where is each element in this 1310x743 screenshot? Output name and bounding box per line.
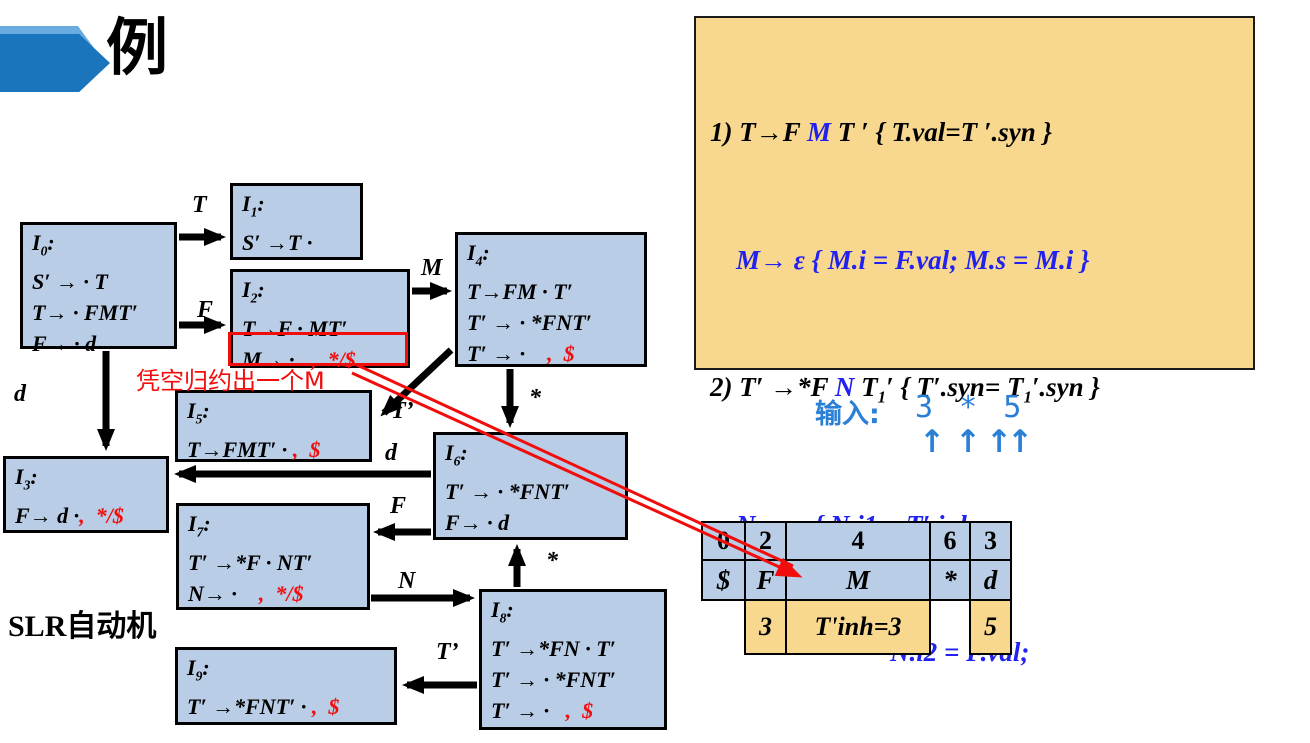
- edge-label-M: M: [421, 255, 443, 281]
- edge-label-star: *: [529, 385, 541, 411]
- stack-cell: d: [969, 559, 1012, 601]
- stack-cell: *: [929, 559, 971, 601]
- stack-cell: 6: [929, 521, 971, 561]
- stack-cell: 0: [701, 521, 746, 561]
- edge-label-Tprime: T’: [436, 639, 459, 665]
- input-pointer-icon: ↑: [1007, 424, 1033, 460]
- slr-automaton-label: SLR自动机: [8, 610, 157, 643]
- stack-cell: F: [744, 559, 787, 601]
- stack-cell: M: [785, 559, 931, 601]
- state-box-i8: I8: T′ →*FN · T′ T′ → · *FNT′ T′ → · , $: [479, 589, 667, 730]
- stack-cell: 3: [969, 521, 1012, 561]
- stack-cell: $: [701, 559, 746, 601]
- stack-value-row: 3 T'inh=3 5: [702, 599, 1012, 655]
- state-box-i5: I5: T→FMT′ · , $: [175, 390, 372, 462]
- reduction-highlight-frame: [228, 332, 408, 366]
- stack-cell: 3: [744, 599, 787, 655]
- edge-label-star: *: [546, 548, 558, 574]
- rule-line: 1) T→F M T ′ { T.val=T ′.syn }: [710, 117, 1052, 147]
- input-pointer-icon: ↑: [955, 424, 981, 460]
- input-pointer-icon: ↑: [919, 424, 945, 460]
- state-box-i9: I9: T′ →*FNT′ · , $: [175, 647, 397, 725]
- parse-stack-table: 0 2 4 6 3 $ F M * d 3 T'inh=3 5: [701, 521, 1012, 655]
- stack-cell-empty: [930, 600, 970, 654]
- stack-cell-empty: [702, 600, 745, 654]
- stack-cell: 4: [785, 521, 931, 561]
- state-box-i0: I0: S′ → · T T→ · FMT′ F→ · d: [20, 222, 177, 356]
- stack-cell: 2: [744, 521, 787, 561]
- state-box-i7: I7: T′ →*F · NT′ N→ · , */$: [176, 503, 370, 610]
- edge-label-Tprime: T’: [391, 398, 414, 424]
- stack-symbol-row: $ F M * d: [701, 559, 1012, 601]
- state-box-i4: I4: T→FM · T′ T′ → · *FNT′ T′ → · , $: [455, 232, 647, 367]
- edge-label-F: F: [197, 297, 214, 323]
- edge-label-T: T: [192, 192, 207, 218]
- edge-label-d: d: [385, 440, 397, 466]
- rule-line: M→ ε { M.i = F.val; M.s = M.i }: [736, 244, 1090, 275]
- state-box-i1: I1: S′ →T ·: [230, 183, 363, 260]
- edge-label-N: N: [398, 568, 416, 594]
- stack-state-row: 0 2 4 6 3: [701, 521, 1012, 561]
- state-box-i2: I2: T→F · MT′ M→ · , */$: [230, 269, 410, 372]
- grammar-rules-box: 1) T→F M T ′ { T.val=T ′.syn } M→ ε { M.…: [694, 16, 1255, 667]
- input-label: 输入:: [815, 399, 880, 430]
- edge-label-d: d: [14, 381, 26, 407]
- page-title: 例: [106, 11, 169, 84]
- edge-label-F: F: [390, 493, 407, 519]
- state-box-i6: I6: T′ → · *FNT′ F→ · d: [433, 432, 628, 540]
- input-string: 3 * 5: [915, 390, 1026, 425]
- stack-cell: 5: [969, 599, 1012, 655]
- title-banner-arrow-icon: [0, 34, 110, 92]
- input-pointer-icon: ↑: [986, 424, 1012, 460]
- reduce-annotation: 凭空归约出一个M: [136, 367, 325, 395]
- stack-cell: T'inh=3: [785, 599, 931, 655]
- state-box-i3: I3: F→ d ·, */$: [3, 456, 169, 533]
